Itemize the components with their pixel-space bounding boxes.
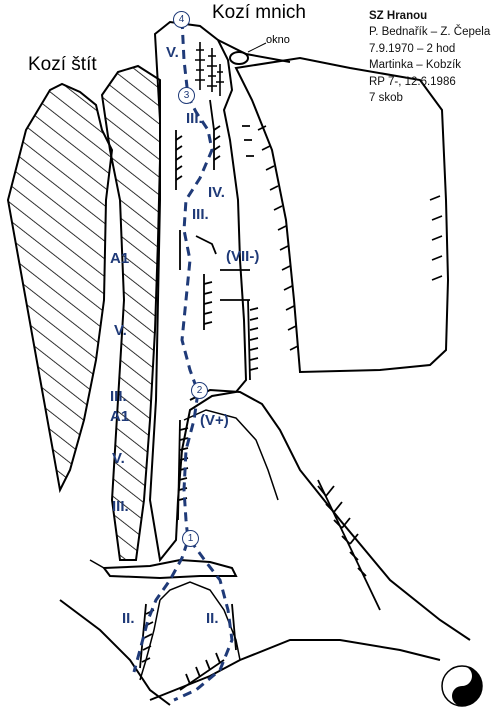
info-line-date: 7.9.1970 – 2 hod [369, 42, 456, 55]
grade-label: (V+) [200, 412, 229, 429]
base-ridge [59, 599, 171, 706]
peak-label-kozi-mnich: Kozí mnich [212, 2, 306, 23]
ledge [102, 558, 238, 580]
grade-label: V. [112, 450, 125, 467]
grade-label: V. [166, 44, 179, 61]
info-line-first-ascent: P. Bednařík – Z. Čepela [369, 26, 491, 39]
grade-label: (VII-) [226, 248, 260, 265]
route-line-variant [173, 539, 234, 702]
kozi-stit-face-2 [100, 64, 161, 561]
grade-label: V. [114, 322, 127, 339]
window-opening [229, 51, 249, 65]
stand-marker: 2 [191, 382, 208, 399]
grade-label: III. [192, 206, 209, 223]
grade-label: A1 [110, 250, 130, 267]
branch-marks [139, 479, 381, 691]
right-block-ticks [257, 125, 443, 351]
stand-marker: 4 [173, 11, 190, 28]
grade-label: II. [122, 610, 135, 627]
grade-label: II. [206, 610, 219, 627]
route-title: SZ Hranou [369, 10, 428, 22]
grade-label: III. [110, 388, 127, 405]
peak-label-kozi-stit: Kozí štít [28, 54, 97, 75]
stand-marker: 3 [178, 87, 195, 104]
vegetation-marks [195, 42, 224, 96]
grade-label: A1 [110, 408, 130, 425]
crack-marks [175, 99, 259, 521]
grade-label: III. [186, 110, 203, 127]
right-block-outline [234, 56, 450, 374]
yin-yang-icon [441, 665, 483, 707]
kozi-mnich-outline [148, 20, 248, 563]
lower-shoulder [189, 388, 471, 641]
route-line [132, 19, 214, 673]
grade-label: III. [112, 498, 129, 515]
info-line-rp: RP 7-, 12.6.1986 [369, 75, 456, 88]
kozi-stit-face [6, 82, 114, 494]
info-line-rp-climbers: Martinka – Kobzík [369, 59, 462, 72]
stand-marker: 1 [182, 530, 199, 547]
window-label: okno [266, 34, 290, 46]
grade-label: IV. [208, 184, 225, 201]
info-line-pitons: 7 skob [369, 92, 403, 105]
route-info: SZ Hranou P. Bednařík – Z. Čepela 7.9.19… [369, 8, 490, 106]
